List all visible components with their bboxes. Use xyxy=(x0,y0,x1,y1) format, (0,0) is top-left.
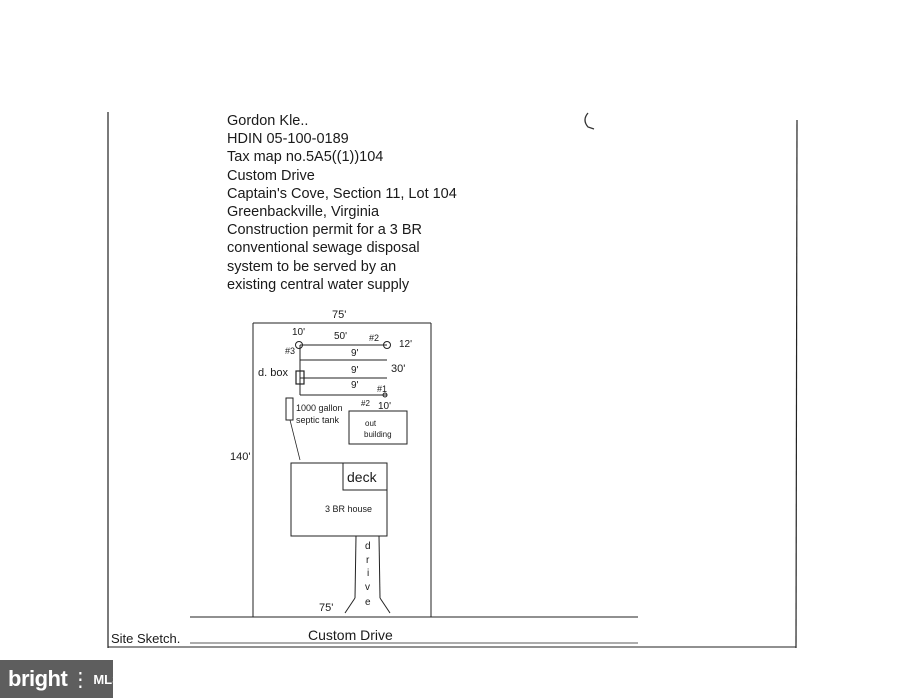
outbuilding-label-line1: out xyxy=(365,419,377,428)
bright-mls-watermark: bright ⋮ MLS xyxy=(0,660,121,698)
watermark-divider-icon: ⋮ xyxy=(70,668,91,691)
lot-width-top-label: 75' xyxy=(332,309,347,321)
drive-left-flare xyxy=(344,597,356,614)
spacing-3-label: 9' xyxy=(351,380,359,391)
outbuilding-shape xyxy=(348,410,408,445)
watermark-suffix: MLS xyxy=(93,671,121,687)
marker-2-circle xyxy=(383,341,391,349)
drive-letter: e xyxy=(365,597,371,608)
setback-right-label: 12' xyxy=(399,339,413,350)
header-line: Tax map no.5A5((1))104 xyxy=(227,149,384,166)
drive-right-line xyxy=(378,535,381,599)
watermark-brand: bright xyxy=(8,666,68,691)
header-line: Captain's Cove, Section 11, Lot 104 xyxy=(227,185,457,202)
stray-mark xyxy=(584,112,595,130)
marker-3-label: #3 xyxy=(285,346,296,356)
field-width-label: 30' xyxy=(391,363,406,375)
header-line: system to be served by an xyxy=(227,258,397,275)
setback-bottom-label: 10' xyxy=(378,401,392,412)
house-shape xyxy=(290,462,388,537)
lot-depth-label: 140' xyxy=(230,451,251,463)
deck-label: deck xyxy=(347,469,377,485)
marker-2-top-label: #2 xyxy=(369,333,380,343)
tank-label-line1: 1000 gallon xyxy=(296,403,343,413)
drive-letter: r xyxy=(366,555,370,566)
drive-letter: i xyxy=(367,568,370,579)
septic-tank-shape xyxy=(285,397,294,421)
marker-1-circle xyxy=(382,392,388,398)
drive-right-flare xyxy=(379,597,391,614)
outbuilding-label-line2: building xyxy=(364,430,392,439)
header-line: conventional sewage disposal xyxy=(227,240,420,257)
frame-right-line xyxy=(795,119,798,649)
deck-shape xyxy=(342,462,388,491)
drive-left-line xyxy=(354,535,357,599)
line-length-label: 50' xyxy=(334,331,348,342)
setback-left-label: 10' xyxy=(292,327,306,338)
header-line: existing central water supply xyxy=(227,276,410,293)
distribution-box xyxy=(295,370,305,385)
header-line: HDIN 05-100-0189 xyxy=(227,131,349,148)
street-label: Custom Drive xyxy=(308,627,393,643)
sewer-line xyxy=(289,419,301,461)
site-sketch-label: Site Sketch. xyxy=(111,631,181,646)
header-line: Greenbackville, Virginia xyxy=(227,203,380,220)
header-line: Gordon Kle.. xyxy=(227,113,309,129)
spacing-1-label: 9' xyxy=(351,348,359,359)
marker-3-circle xyxy=(295,341,303,349)
drive-letter: d xyxy=(365,541,371,552)
house-label: 3 BR house xyxy=(325,504,373,514)
spacing-2-label: 9' xyxy=(351,365,359,376)
header-line: Construction permit for a 3 BR xyxy=(227,222,423,239)
marker-1-label: #1 xyxy=(377,384,388,394)
marker-2-bottom-label: #2 xyxy=(361,399,370,408)
lot-width-bottom-label: 75' xyxy=(319,602,334,614)
header-line: Custom Drive xyxy=(227,167,315,184)
drive-letter: v xyxy=(365,582,370,593)
dbox-label: d. box xyxy=(258,367,288,379)
tank-label-line2: septic tank xyxy=(296,415,340,425)
permit-header: Gordon Kle.. HDIN 05-100-0189 Tax map no… xyxy=(227,112,457,294)
